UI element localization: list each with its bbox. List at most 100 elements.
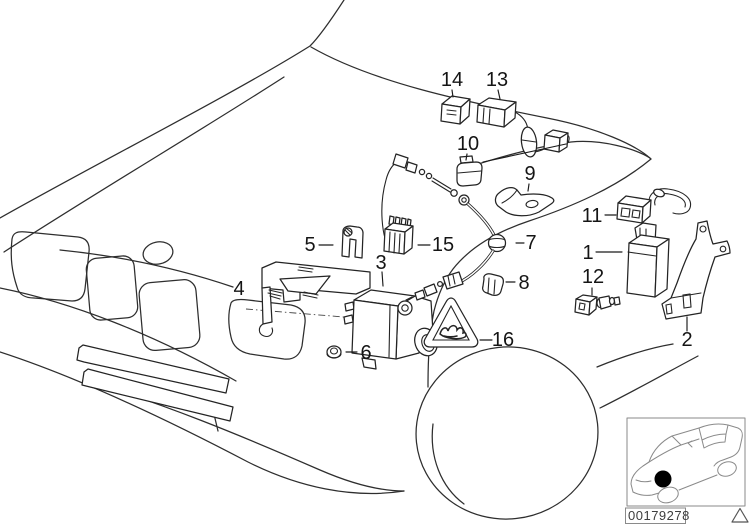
car-front-outline (0, 0, 699, 520)
bumper-slot-1 (76, 344, 230, 394)
p3-foot (361, 357, 377, 370)
p3-cap-outer (397, 300, 413, 316)
location-dot (654, 470, 672, 488)
cable-bead-3 (450, 189, 458, 197)
p11-pin (653, 188, 665, 198)
callout-14[interactable]: 14 (441, 69, 463, 91)
wheel-arch (415, 346, 599, 520)
p5-screw-hatch (344, 227, 353, 236)
part-6-grommet[interactable] (326, 345, 342, 359)
p10-midline (457, 170, 482, 174)
callout-12[interactable]: 12 (582, 266, 604, 288)
part-13-harness[interactable] (476, 97, 570, 158)
p12-left-front (574, 298, 591, 316)
tire-arc (431, 423, 465, 505)
p4-hook (258, 323, 274, 337)
part-1-control-unit[interactable] (626, 222, 670, 298)
part-id-box (625, 507, 686, 524)
part-9-bracket[interactable] (494, 186, 555, 217)
leader-9 (527, 183, 530, 192)
callout-3[interactable]: 3 (375, 252, 386, 274)
thumb-windshield (671, 427, 703, 446)
part-12-switch[interactable] (574, 294, 621, 316)
a-pillar-line (0, 0, 345, 219)
p13-end-front (543, 134, 561, 153)
throttle-cable-assembly[interactable] (381, 153, 507, 301)
headlight-left (10, 231, 90, 302)
p3-cap-inner (401, 304, 409, 312)
p14-slot (446, 109, 457, 116)
bumper-slot-2 (81, 368, 234, 422)
part-4-bracket[interactable] (258, 261, 371, 337)
warning-triangle-inner (432, 304, 470, 341)
p8-body (482, 273, 504, 296)
callout-1[interactable]: 1 (582, 242, 593, 264)
cable-clevis-1 (423, 283, 438, 297)
thumb-hood (642, 438, 700, 467)
leader-14 (451, 89, 454, 98)
leader-3 (381, 271, 384, 287)
part-16-warning-triangle[interactable] (423, 297, 479, 348)
cable-barrel-1 (392, 153, 409, 169)
part-10-connector[interactable] (456, 155, 483, 187)
callout-9[interactable]: 9 (524, 163, 535, 185)
p4-leg (261, 286, 273, 325)
p3-front (351, 299, 399, 360)
p4-triangle-cutout (279, 275, 331, 295)
p2-hole-arm (719, 245, 727, 253)
callout-2[interactable]: 2 (681, 329, 692, 351)
cable-rod (431, 177, 452, 193)
callout-16[interactable]: 16 (492, 329, 514, 351)
part-5-clip[interactable] (341, 225, 364, 259)
cable-adjuster-threads (447, 274, 456, 287)
thumb-rear-wheel (717, 461, 737, 477)
part-7-grommet (487, 233, 507, 253)
part-2-bracket[interactable] (661, 220, 731, 320)
p9-fold (501, 189, 518, 204)
part-3-actuator[interactable] (343, 289, 441, 370)
callout-15[interactable]: 15 (432, 234, 454, 256)
callout-5[interactable]: 5 (304, 234, 315, 256)
p6-inner (329, 347, 339, 355)
part-14-connector[interactable] (440, 95, 471, 125)
cable-upper-core (467, 203, 495, 236)
hood-crease-line (3, 76, 285, 253)
p13-end-side (558, 132, 569, 153)
p4-screw-3 (297, 266, 314, 273)
p13-boot (520, 126, 538, 158)
callout-10[interactable]: 10 (457, 133, 479, 155)
headlight-right (228, 298, 306, 360)
p12-slot (578, 302, 586, 311)
p15-ribs (388, 231, 401, 254)
callout-4[interactable]: 4 (233, 278, 244, 300)
corner-triangle-icon (731, 507, 749, 523)
cable-clevis-link (405, 296, 413, 301)
p1-side (654, 238, 670, 298)
thumb-front-wheel (657, 486, 679, 504)
bumper-bottom-line (0, 351, 405, 495)
part-7-grommet-ribs (488, 237, 506, 249)
p10-body (456, 161, 483, 187)
part-15-connector[interactable] (383, 215, 414, 255)
p15-side (403, 225, 414, 255)
callout-6[interactable]: 6 (360, 342, 371, 364)
thumb-sill (678, 459, 724, 491)
p4-screw-2 (302, 291, 319, 299)
cable-bead-2 (425, 172, 433, 180)
callout-11[interactable]: 11 (582, 205, 603, 227)
part-8-clip[interactable] (482, 273, 504, 296)
callout-8[interactable]: 8 (518, 272, 529, 294)
kidney-grille-right (138, 279, 201, 352)
thumbnail-box (626, 417, 746, 507)
part-11-switch[interactable] (616, 188, 692, 224)
p11-terminals (620, 207, 641, 219)
thumb-body (630, 423, 743, 493)
cable-upper-run (466, 202, 496, 237)
callout-7[interactable]: 7 (525, 232, 536, 254)
car-thumbnail (630, 423, 743, 504)
p2-foot-slot (665, 303, 673, 315)
p15-pins (388, 215, 412, 229)
leader-10 (465, 153, 468, 161)
callout-13[interactable]: 13 (486, 69, 508, 91)
